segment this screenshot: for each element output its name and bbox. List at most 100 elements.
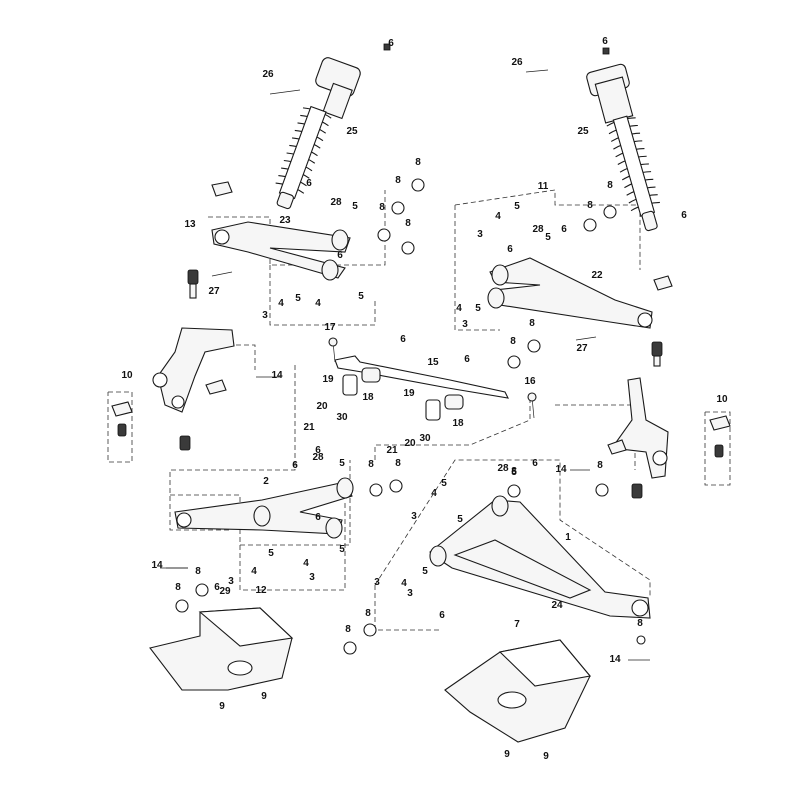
callout-5: 5 [545, 232, 551, 243]
callout-3: 3 [374, 577, 380, 588]
callout-5: 5 [295, 293, 301, 304]
callout-11: 11 [538, 181, 549, 192]
callout-8: 8 [597, 460, 603, 471]
callout-28: 28 [497, 463, 509, 474]
callout-5: 5 [514, 201, 520, 212]
callout-3: 3 [262, 310, 268, 321]
upper-arm-right [487, 257, 653, 329]
hardware [111, 43, 731, 661]
callout-25: 25 [577, 126, 589, 137]
callout-8: 8 [395, 458, 401, 469]
knuckle-left [152, 327, 235, 413]
callout-30: 30 [419, 433, 431, 444]
shock-absorber-right [586, 63, 660, 232]
callout-18: 18 [452, 418, 464, 429]
callout-1: 1 [565, 532, 571, 543]
callout-8: 8 [395, 175, 401, 186]
callout-8: 8 [368, 459, 374, 470]
callout-16: 16 [524, 376, 536, 387]
callout-6: 6 [561, 224, 567, 235]
callout-8: 8 [511, 466, 517, 477]
callout-19: 19 [403, 388, 415, 399]
callout-8: 8 [415, 157, 421, 168]
group-outlines [107, 189, 731, 631]
callout-2: 2 [263, 476, 269, 487]
callout-6: 6 [532, 458, 538, 469]
callout-5: 5 [457, 514, 463, 525]
callout-4: 4 [315, 298, 321, 309]
callout-14: 14 [151, 560, 163, 571]
callout-21: 21 [303, 422, 315, 433]
callout-28: 28 [330, 197, 342, 208]
callout-10: 10 [716, 394, 728, 405]
callout-6: 6 [464, 354, 470, 365]
shock-absorber-left [275, 57, 361, 210]
callout-8: 8 [379, 202, 385, 213]
callout-19: 19 [322, 374, 334, 385]
callout-8: 8 [637, 618, 643, 629]
callout-3: 3 [309, 572, 315, 583]
callout-4: 4 [251, 566, 257, 577]
callout-15: 15 [427, 357, 439, 368]
callout-10: 10 [121, 370, 133, 381]
callout-6: 6 [400, 334, 406, 345]
callout-22: 22 [591, 270, 603, 281]
callout-5: 5 [441, 478, 447, 489]
callout-9: 9 [261, 691, 267, 702]
callout-24: 24 [551, 600, 563, 611]
callout-5: 5 [352, 201, 358, 212]
callout-5: 5 [339, 458, 345, 469]
callout-3: 3 [228, 576, 234, 587]
skid-plate-right [444, 639, 592, 743]
callout-4: 4 [431, 488, 437, 499]
callout-8: 8 [365, 608, 371, 619]
callout-30: 30 [336, 412, 348, 423]
callout-4: 4 [456, 303, 462, 314]
callout-6: 6 [315, 512, 321, 523]
callout-25: 25 [346, 126, 358, 137]
callout-5: 5 [422, 566, 428, 577]
callout-13: 13 [184, 219, 196, 230]
callout-5: 5 [475, 303, 481, 314]
callout-6: 6 [315, 445, 321, 456]
stabilizer-bar [328, 337, 537, 421]
callout-27: 27 [208, 286, 220, 297]
callout-4: 4 [303, 558, 309, 569]
callout-27: 27 [576, 343, 588, 354]
callout-20: 20 [316, 401, 328, 412]
callout-6: 6 [292, 460, 298, 471]
callout-26: 26 [262, 69, 274, 80]
callout-8: 8 [345, 624, 351, 635]
callout-7: 7 [514, 619, 520, 630]
callout-5: 5 [268, 548, 274, 559]
callout-9: 9 [504, 749, 510, 760]
callout-6: 6 [214, 582, 220, 593]
callout-6: 6 [337, 250, 343, 261]
callout-23: 23 [279, 215, 291, 226]
callout-20: 20 [404, 438, 416, 449]
callout-5: 5 [339, 544, 345, 555]
callout-4: 4 [278, 298, 284, 309]
callout-6: 6 [507, 244, 513, 255]
callout-6: 6 [306, 178, 312, 189]
callout-5: 5 [358, 291, 364, 302]
callout-26: 26 [511, 57, 523, 68]
callout-3: 3 [411, 511, 417, 522]
callout-3: 3 [462, 319, 468, 330]
callout-8: 8 [587, 200, 593, 211]
callout-6: 6 [388, 38, 394, 49]
callout-8: 8 [195, 566, 201, 577]
callout-8: 8 [175, 582, 181, 593]
callout-14: 14 [609, 654, 621, 665]
upper-arm-left [211, 221, 351, 281]
callout-18: 18 [362, 392, 374, 403]
callout-6: 6 [681, 210, 687, 221]
ball-joints [117, 269, 724, 499]
callout-4: 4 [495, 211, 501, 222]
callout-28: 28 [312, 452, 324, 463]
knuckle-right [611, 377, 669, 479]
callout-9: 9 [219, 701, 225, 712]
callout-14: 14 [555, 464, 567, 475]
callout-17: 17 [324, 322, 336, 333]
